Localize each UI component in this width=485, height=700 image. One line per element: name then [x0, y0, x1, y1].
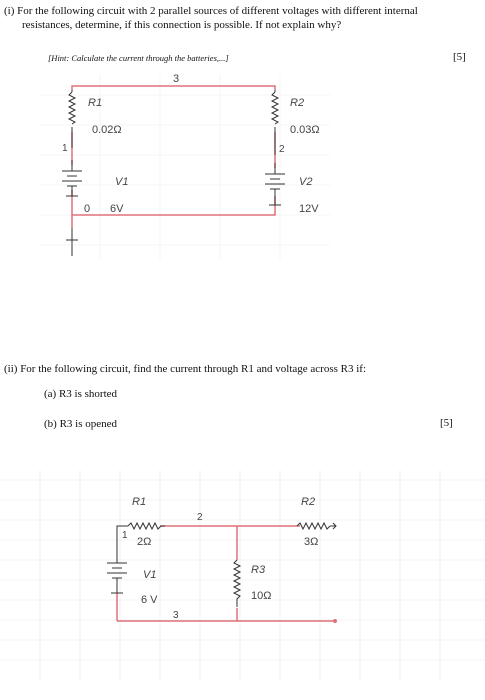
c2-r2-value: 3Ω — [304, 536, 318, 548]
c1-r1-name: R1 — [88, 97, 102, 109]
c1-v2-value: 12V — [299, 203, 319, 215]
c2-r1-resistor-symbol — [127, 521, 165, 531]
circuit-2-grid — [0, 470, 485, 680]
q1-line1: (i) For the following circuit with 2 par… — [4, 5, 418, 17]
q1-marks: [5] — [453, 51, 466, 63]
c1-v1-name: V1 — [115, 176, 128, 188]
c1-node-left: 1 — [62, 143, 68, 154]
circuit-1-components — [62, 90, 285, 256]
c2-r1-name: R1 — [132, 496, 146, 508]
q1-line2: resistances, determine, if this connecti… — [22, 19, 342, 31]
c2-node-2: 2 — [197, 512, 203, 523]
circuit-2-diagram: R1 2Ω 1 2 R2 3Ω R3 10Ω V1 6 V 3 — [0, 470, 485, 680]
circuit-1-grid — [40, 75, 330, 260]
c2-r3-name: R3 — [251, 564, 266, 576]
r1-resistor-symbol — [67, 91, 77, 125]
c1-node-top: 3 — [173, 73, 179, 85]
c2-r2-resistor-symbol — [296, 521, 331, 531]
circuit-1-diagram: 3 R1 0.02Ω 1 R2 0.03Ω 2 V1 0 6V V2 12V — [40, 73, 330, 260]
c1-node-right: 2 — [279, 144, 285, 155]
c2-node-3: 3 — [173, 610, 179, 621]
c2-v1-name: V1 — [143, 569, 156, 581]
c1-v1-value: 6V — [110, 203, 124, 215]
v1-battery-symbol — [62, 160, 82, 256]
q2-marks: [5] — [440, 417, 453, 429]
q2-part-b: (b) R3 is opened — [44, 418, 118, 430]
c2-r3-resistor-symbol — [232, 559, 242, 607]
circuit-2-components — [107, 521, 337, 607]
c1-v2-name: V2 — [299, 176, 312, 188]
q1-hint: [Hint: Calculate the current through the… — [48, 53, 229, 63]
c2-v1-battery-symbol — [107, 553, 127, 594]
circuit-2-wires — [116, 525, 335, 622]
c2-terminal-dot — [333, 619, 337, 623]
c1-r1-value: 0.02Ω — [92, 124, 122, 136]
c2-node-1: 1 — [122, 530, 128, 541]
r2-resistor-symbol — [270, 91, 280, 125]
c1-r2-value: 0.03Ω — [290, 124, 320, 136]
c1-r2-name: R2 — [290, 97, 304, 109]
c1-v1-prefix: 0 — [84, 203, 90, 215]
v2-battery-symbol — [265, 163, 285, 206]
q2-line1: (ii) For the following circuit, find the… — [4, 363, 367, 375]
c2-r2-name: R2 — [301, 496, 315, 508]
circuit-1-wires — [71, 85, 276, 228]
c2-r3-value: 10Ω — [251, 590, 271, 602]
c2-r1-value: 2Ω — [137, 536, 151, 548]
q2-part-a: (a) R3 is shorted — [44, 388, 118, 400]
c2-v1-value: 6 V — [141, 594, 158, 606]
